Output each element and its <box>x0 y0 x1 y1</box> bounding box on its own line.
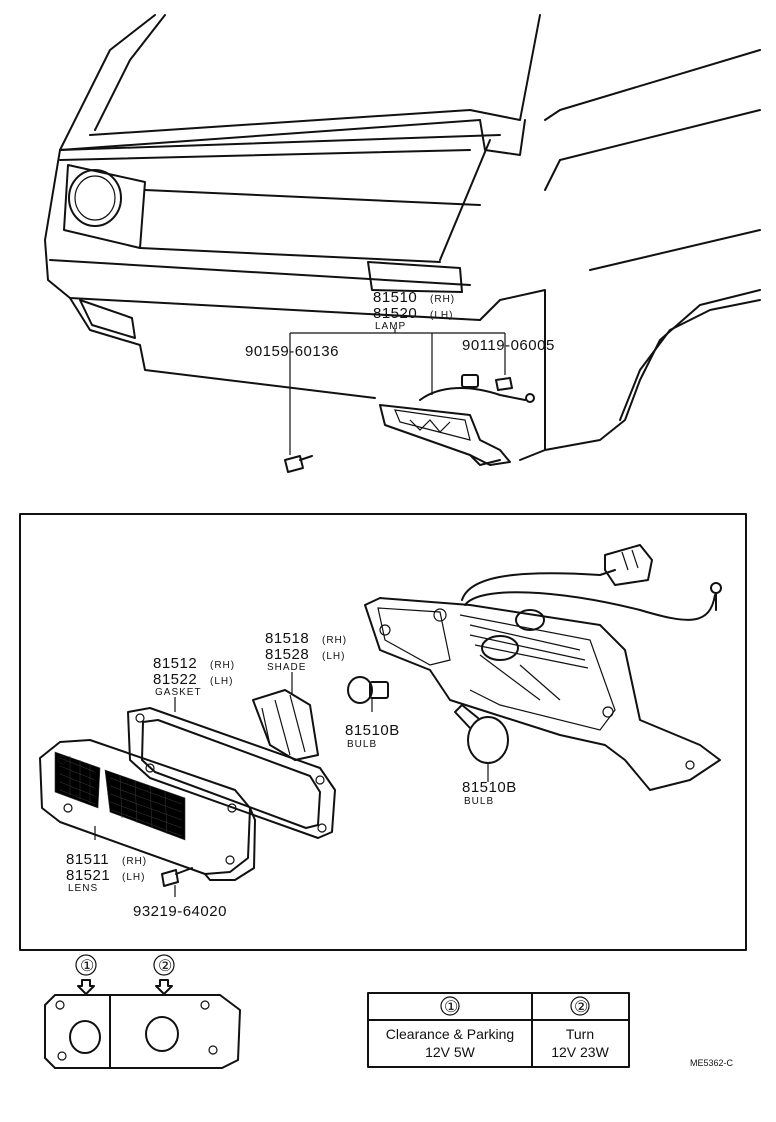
gasket-lh-tag: (LH) <box>210 676 233 687</box>
lens-lh-number: 81521 <box>66 867 110 884</box>
bulb-small-number: 81510B <box>345 722 400 739</box>
lens-rh-number: 81511 <box>66 851 109 868</box>
lamp-label-group: 81510 (RH) 81520 (LH) LAMP <box>373 289 455 332</box>
lens-lh-tag: (LH) <box>122 872 145 883</box>
lamp-name: LAMP <box>375 321 406 332</box>
drawing-code: ME5362-C <box>690 1058 734 1068</box>
lens-rh-tag: (RH) <box>122 856 147 867</box>
gasket-name: GASKET <box>155 687 202 698</box>
spec-rating-2: 12V 23W <box>551 1044 609 1060</box>
spec-function-1: Clearance & Parking <box>386 1026 514 1042</box>
lamp-lh-tag: (LH) <box>430 310 453 321</box>
position-marker-1: ① <box>80 958 94 975</box>
spec-rating-1: 12V 5W <box>425 1044 476 1060</box>
bulb-small-name: BULB <box>347 739 377 750</box>
vehicle-front-drawing <box>44 14 761 473</box>
screw-right-number: 90119-06005 <box>462 337 555 354</box>
gasket-rh-tag: (RH) <box>210 660 235 671</box>
shade-rh-number: 81518 <box>265 630 309 647</box>
exploded-view-drawing <box>39 544 722 897</box>
shade-lh-number: 81528 <box>265 646 309 663</box>
lens-name: LENS <box>68 883 98 894</box>
position-marker-2: ② <box>158 958 172 975</box>
lens-screw-number: 93219-64020 <box>133 903 227 920</box>
exploded-view-frame <box>19 513 747 951</box>
spec-table: ① ② Clearance & Parking Turn 12V 5W 12V … <box>367 992 630 1068</box>
spec-header-2: ② <box>574 999 588 1016</box>
shade-rh-tag: (RH) <box>322 635 347 646</box>
shade-lh-tag: (LH) <box>322 651 345 662</box>
gasket-label-group: 81512 (RH) 81522 (LH) GASKET <box>153 655 235 698</box>
lamp-rh-tag: (RH) <box>430 294 455 305</box>
lens-pattern <box>54 751 186 841</box>
lamp-rh-number: 81510 <box>373 289 417 306</box>
shade-name: SHADE <box>267 662 306 673</box>
gasket-lh-number: 81522 <box>153 671 197 688</box>
spec-header-1: ① <box>444 999 458 1016</box>
gasket-rh-number: 81512 <box>153 655 197 672</box>
screw-left-number: 90159-60136 <box>245 343 339 360</box>
bulb-large-name: BULB <box>464 796 494 807</box>
lens-label-group: 81511 (RH) 81521 (LH) LENS <box>66 851 147 894</box>
lamp-lh-number: 81520 <box>373 305 417 322</box>
spec-function-2: Turn <box>566 1026 594 1042</box>
bulb-large-number: 81510B <box>462 779 517 796</box>
position-key-drawing <box>44 954 241 1069</box>
bulb-large-label-group: 81510B BULB <box>462 779 517 807</box>
bulb-small-label-group: 81510B BULB <box>345 722 400 750</box>
shade-label-group: 81518 (RH) 81528 (LH) SHADE <box>265 630 347 673</box>
